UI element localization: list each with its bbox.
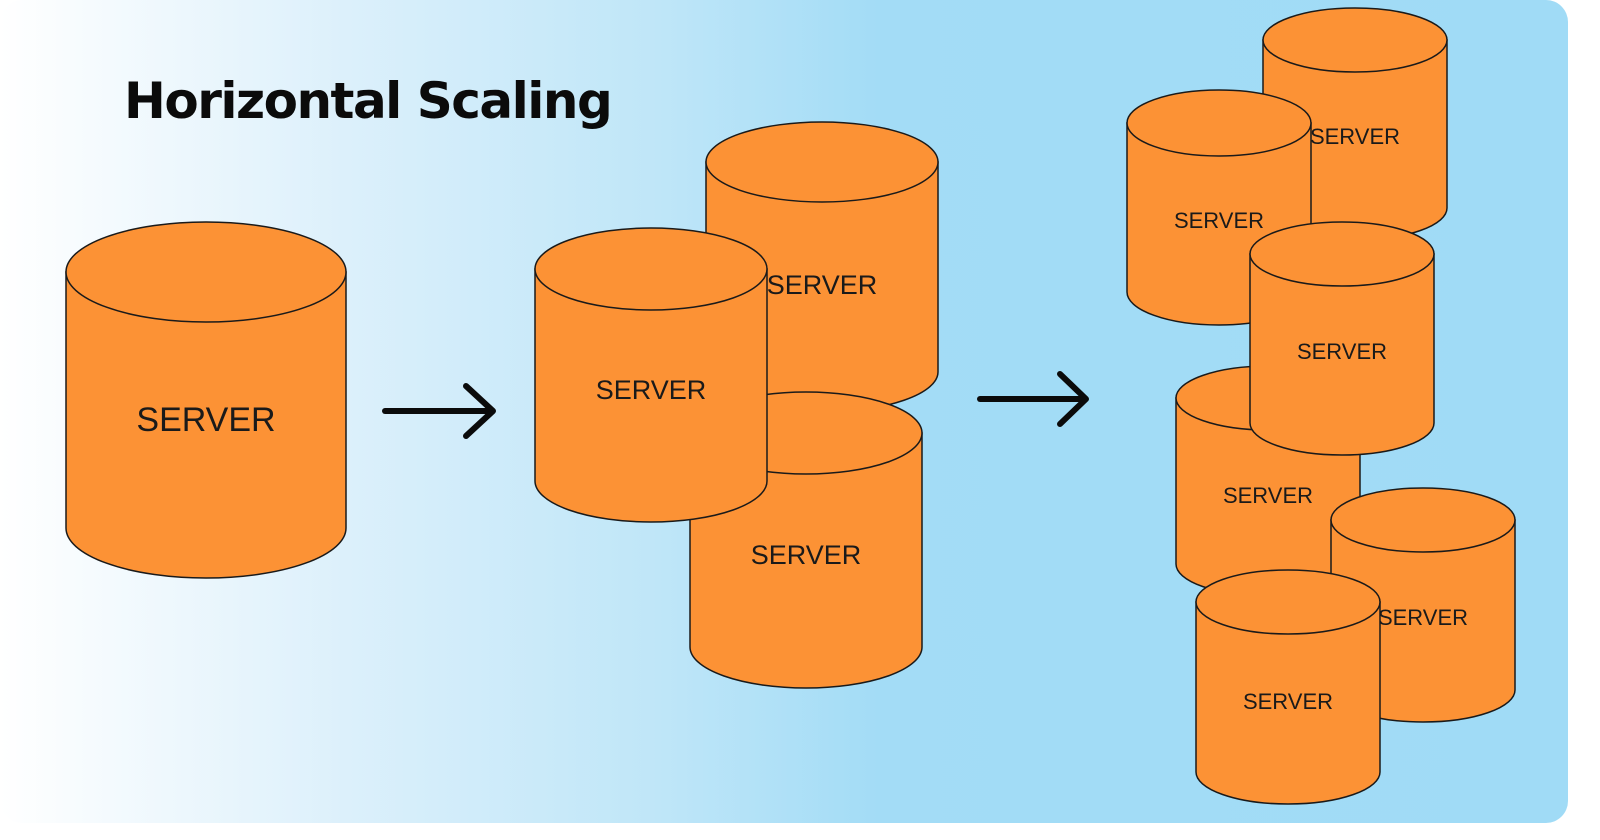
cylinder-top [534,227,768,311]
cylinder-top [1262,7,1448,73]
cylinder-body [65,271,347,579]
server-label: SERVER [767,270,878,300]
server-label: SERVER [136,401,275,439]
server-label: SERVER [1174,208,1264,233]
server-label: SERVER [1243,689,1333,714]
arrow-1 [382,383,496,439]
server-label: SERVER [596,375,707,405]
server-label: SERVER [1378,605,1468,630]
server-cylinder: SERVER [1195,569,1381,805]
cylinder-body [1195,601,1381,805]
diagram-title: Horizontal Scaling [124,72,613,130]
server-cylinder: SERVER [1249,221,1435,456]
server-label: SERVER [1223,483,1313,508]
cylinder-top [1126,89,1312,157]
cylinder-body [1249,253,1435,456]
cylinder-top [705,121,939,203]
diagram-svg: SERVER SERVER SERVER SERVER SERVER SERVER SERV… [65,7,1516,805]
server-label: SERVER [751,540,862,570]
cylinder-top [1330,487,1516,553]
cylinder-top [65,221,347,323]
server-label: SERVER [1297,339,1387,364]
server-cylinder: SERVER [65,221,347,579]
server-cylinder: SERVER [534,227,768,523]
cylinder-body [534,268,768,523]
cylinder-top [1249,221,1435,287]
server-label: SERVER [1310,124,1400,149]
cylinder-top [1195,569,1381,635]
servers-layer: SERVER SERVER SERVER SERVER SERVER SERVER SERV… [65,7,1516,805]
arrow-2 [977,371,1089,427]
